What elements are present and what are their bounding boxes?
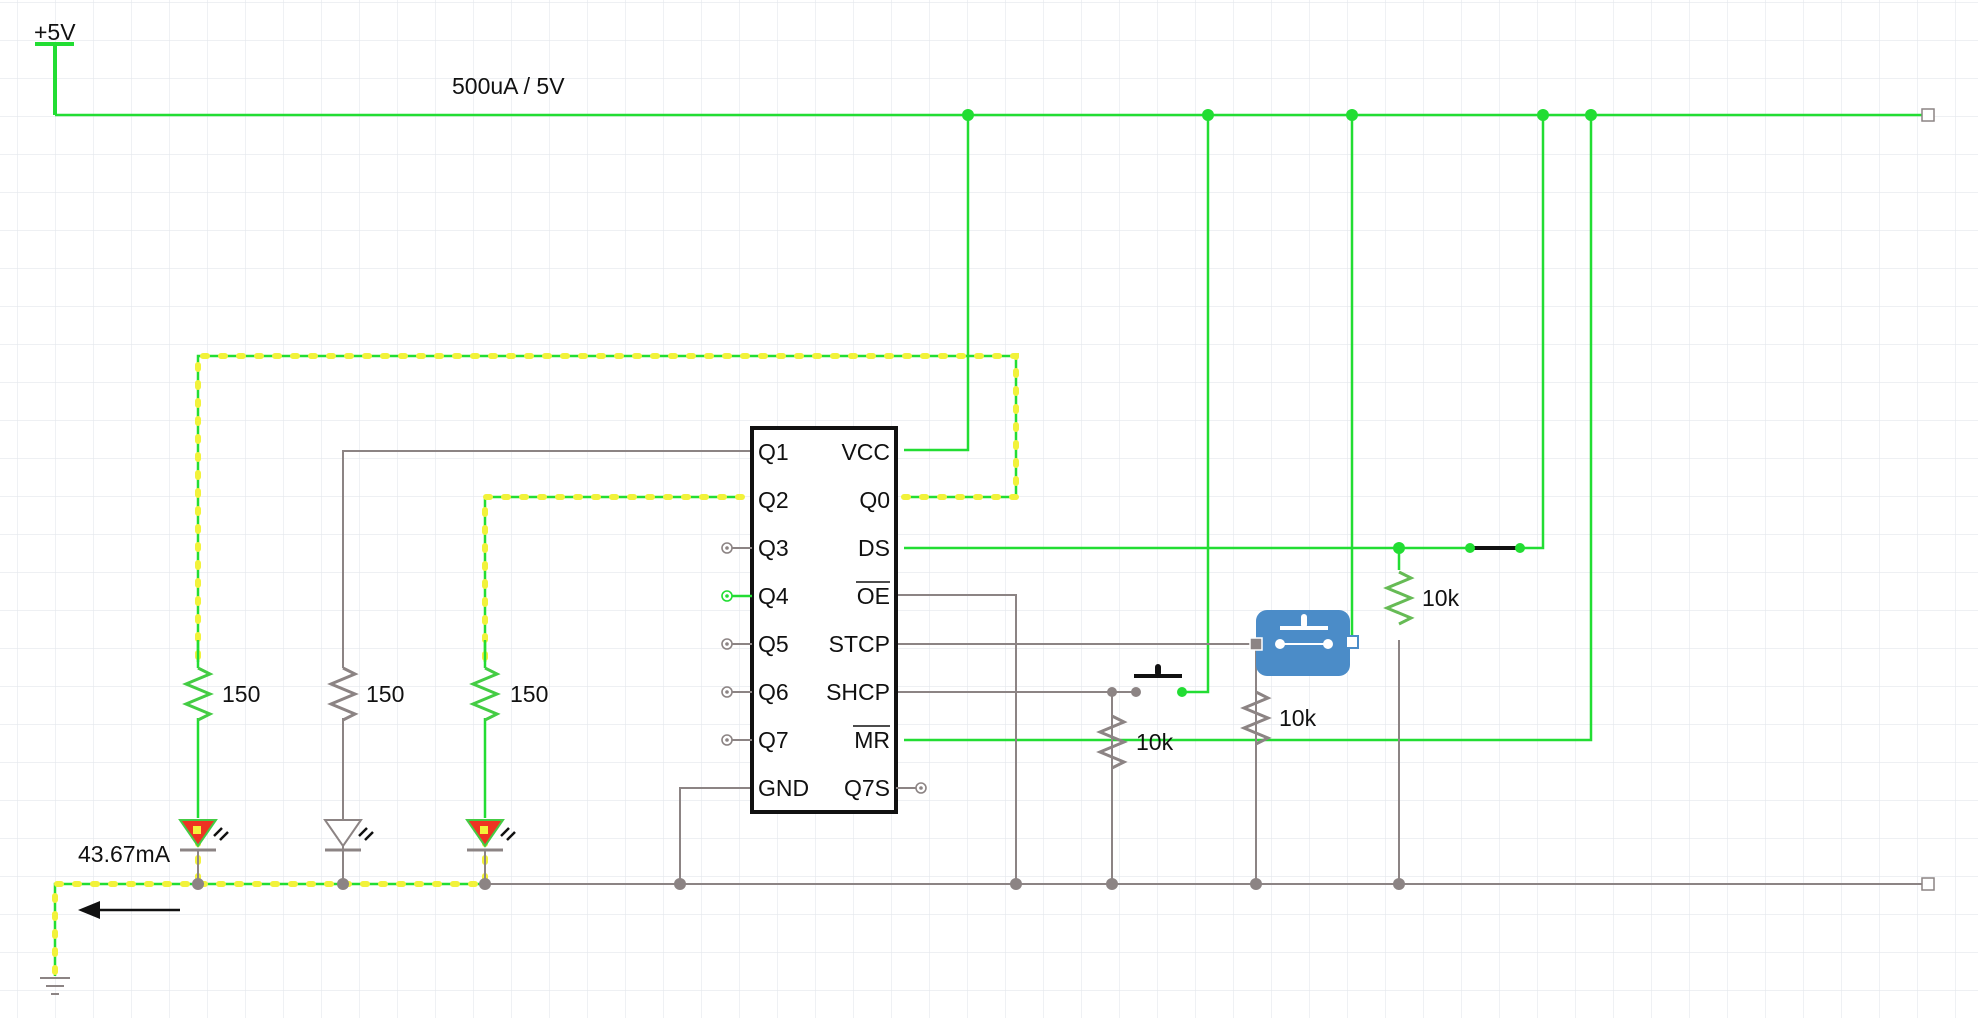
resistor-r3-label: 150 <box>510 681 548 707</box>
push-button-icon[interactable] <box>1107 664 1187 697</box>
resistor-ds-pulldown[interactable] <box>1383 570 1415 626</box>
pin-label-vcc: VCC <box>841 439 890 465</box>
resistor-stcp-label: 10k <box>1279 705 1317 731</box>
pin-label-q2: Q2 <box>758 487 789 513</box>
open-pin-centers <box>725 546 923 790</box>
push-button-selected-icon[interactable] <box>1249 610 1359 676</box>
pin-label-ds: DS <box>858 535 890 561</box>
led-1-icon[interactable] <box>178 819 229 884</box>
wire-ds-switch-supply[interactable] <box>1520 115 1545 550</box>
wire-vcc[interactable] <box>904 115 970 452</box>
resistor-stcp-pulldown[interactable] <box>1240 690 1272 746</box>
wire-button-shcp-supply[interactable] <box>1182 115 1210 694</box>
wire-q1-led2[interactable] <box>342 450 752 640</box>
supply-label: +5V <box>34 19 76 45</box>
pin-label-mr: MR <box>854 727 890 753</box>
ground-icon <box>40 977 70 995</box>
supply-rail-end-terminal[interactable] <box>1921 108 1935 122</box>
resistor-ds-label: 10k <box>1422 585 1460 611</box>
pin-label-q1: Q1 <box>758 439 789 465</box>
toggle-switch-icon[interactable] <box>1465 543 1525 553</box>
resistor-r2-label: 150 <box>366 681 404 707</box>
resistor-r1-label: 150 <box>222 681 260 707</box>
resistor-r1[interactable] <box>182 640 214 722</box>
resistor-r2[interactable] <box>327 640 359 818</box>
pin-label-q4: Q4 <box>758 583 789 609</box>
junction-dots-ground <box>192 878 1405 890</box>
pin-label-q6: Q6 <box>758 679 789 705</box>
ground-current-reading: 43.67mA <box>78 841 171 867</box>
pin-label-q7: Q7 <box>758 727 789 753</box>
pin-label-gnd: GND <box>758 775 809 801</box>
wire-gnd[interactable] <box>679 787 752 884</box>
pin-label-q7s: Q7S <box>844 775 890 801</box>
led-2-icon[interactable] <box>323 819 374 852</box>
left-arrow-icon <box>78 901 180 919</box>
resistor-shcp-pulldown[interactable] <box>1096 714 1128 770</box>
idle-wires <box>342 450 1928 885</box>
ground-rail-end-terminal[interactable] <box>1921 877 1935 891</box>
pin-label-q3: Q3 <box>758 535 789 561</box>
shift-register-chip[interactable] <box>730 426 918 814</box>
junction-dots-supply <box>962 109 1597 554</box>
wire-oe[interactable] <box>896 594 1017 884</box>
wire-mr[interactable] <box>904 115 1593 742</box>
pin-label-q5: Q5 <box>758 631 789 657</box>
pin-label-stcp: STCP <box>829 631 890 657</box>
resistor-shcp-label: 10k <box>1136 729 1174 755</box>
pin-label-q0: Q0 <box>859 487 890 513</box>
supply-meter-reading: 500uA / 5V <box>452 73 565 99</box>
pin-label-shcp: SHCP <box>826 679 890 705</box>
pin-label-oe: OE <box>857 583 890 609</box>
resistor-r3[interactable] <box>469 640 501 722</box>
